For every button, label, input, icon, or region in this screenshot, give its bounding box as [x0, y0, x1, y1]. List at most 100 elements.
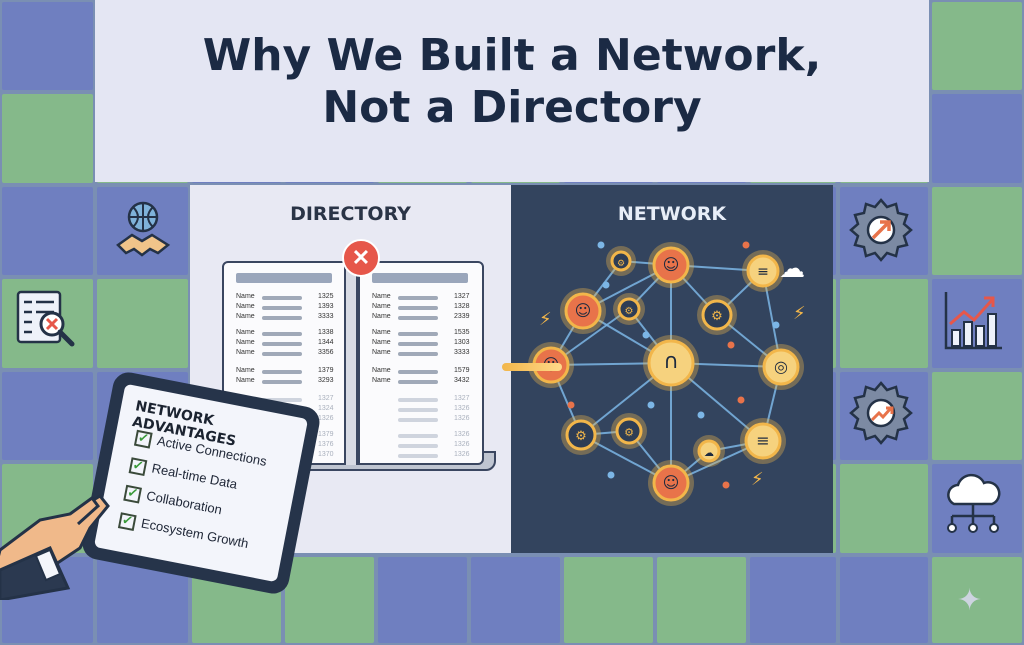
directory-entry: 1326: [372, 415, 472, 424]
entry-number: 1326: [454, 441, 470, 448]
entry-number: 1379: [318, 431, 334, 438]
network-node-gear-icon: ⚙: [613, 293, 645, 325]
svg-text:⚙: ⚙: [575, 429, 587, 444]
directory-entry: 1326: [372, 451, 472, 460]
network-dot: [737, 396, 745, 404]
entry-name: Name: [236, 367, 255, 374]
entry-number: 1328: [454, 303, 470, 310]
network-node-person-icon: ☺: [560, 288, 606, 334]
directory-label: DIRECTORY: [290, 203, 411, 225]
network-dot: [697, 411, 705, 419]
entry-number: 1326: [454, 415, 470, 422]
entry-number: 1326: [318, 415, 334, 422]
entry-name: Name: [372, 293, 391, 300]
network-dot: [727, 341, 735, 349]
network-node-gear-icon: ⚙: [697, 295, 737, 335]
svg-text:⚙: ⚙: [711, 309, 723, 324]
svg-text:∩: ∩: [663, 349, 678, 373]
background-tile: [285, 557, 374, 643]
entry-number: 1326: [454, 451, 470, 458]
network-dot: [642, 331, 650, 339]
network-label: NETWORK: [617, 203, 727, 225]
background-tile: [97, 279, 188, 368]
lightning-icon: ⚡: [539, 309, 552, 330]
svg-text:≡: ≡: [756, 431, 769, 450]
network-node-db-icon: ≡: [742, 250, 784, 292]
handshake-globe-icon: [116, 201, 171, 257]
entry-bar: [398, 296, 438, 300]
entry-bar: [398, 342, 438, 346]
bar-chart-growth-icon: [944, 292, 1002, 350]
entry-name: Name: [372, 377, 391, 384]
checkmark-icon: ✓: [128, 456, 148, 476]
background-tile: [932, 372, 1022, 460]
entry-name: Name: [372, 329, 391, 336]
background-tile: [378, 557, 467, 643]
entry-bar: [262, 352, 302, 356]
cloud-icon: ☁: [779, 254, 805, 284]
background-tile: [932, 94, 1022, 183]
entry-name: Name: [236, 303, 255, 310]
network-dot: [722, 481, 730, 489]
background-tile: [2, 187, 93, 275]
svg-text:☁: ☁: [704, 448, 714, 459]
entry-bar: [398, 418, 438, 422]
entry-bar: [398, 380, 438, 384]
checklist-item: ✓Collaboration: [123, 484, 223, 519]
tablet-scene: NETWORK ADVANTAGES ✓Active Connections ✓…: [0, 360, 360, 645]
network-node-gear-icon: ⚙: [561, 415, 601, 455]
entry-name: Name: [372, 367, 391, 374]
entry-number: 1393: [318, 303, 334, 310]
background-tile: [840, 279, 928, 368]
title-line-2: Not a Directory: [322, 82, 702, 133]
entry-name: Name: [236, 349, 255, 356]
entry-bar: [262, 306, 302, 310]
book-spine: [344, 257, 358, 465]
entry-bar: [262, 316, 302, 320]
svg-text:☺: ☺: [575, 301, 592, 320]
entry-number: 1324: [318, 405, 334, 412]
background-tile: [932, 187, 1022, 275]
page-header-bar: [372, 273, 468, 283]
directory-entry: 1326: [372, 431, 472, 440]
cloud-network-icon: [947, 473, 1001, 533]
background-tile: [2, 94, 93, 183]
close-icon: ✕: [342, 239, 380, 277]
entry-number: 1535: [454, 329, 470, 336]
entry-bar: [398, 306, 438, 310]
entry-bar: [398, 434, 438, 438]
entry-name: Name: [236, 293, 255, 300]
network-node-person-icon: ☺: [648, 242, 694, 288]
directory-entry: Name 1535: [372, 329, 472, 338]
entry-number: 1326: [454, 405, 470, 412]
directory-entry: 1327: [236, 395, 336, 404]
entry-name: Name: [372, 339, 391, 346]
background-tile: [2, 2, 93, 90]
network-node-globe-icon: ◎: [758, 344, 804, 390]
directory-entry: Name 1393: [236, 303, 336, 312]
entry-number: 1325: [318, 293, 334, 300]
entry-number: 1327: [318, 395, 334, 402]
entry-name: Name: [372, 313, 391, 320]
background-tile: [932, 2, 1022, 90]
page-header-bar: [236, 273, 332, 283]
svg-text:☺: ☺: [663, 255, 680, 274]
network-node-db-icon: ≡: [740, 418, 786, 464]
checkmark-icon: ✓: [134, 429, 153, 449]
entry-bar: [262, 370, 302, 374]
entry-bar: [262, 332, 302, 336]
svg-text:☺: ☺: [663, 473, 680, 492]
entry-bar: [398, 332, 438, 336]
entry-number: 3333: [318, 313, 334, 320]
entry-name: Name: [372, 349, 391, 356]
search-reject-icon: [16, 290, 75, 347]
